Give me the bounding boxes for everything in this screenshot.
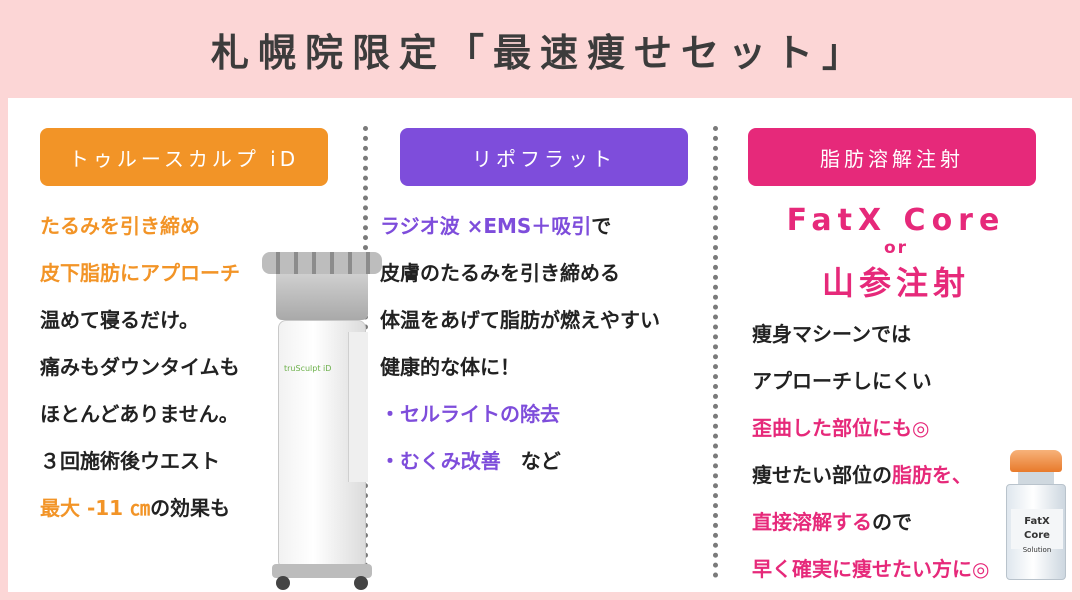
dotted-divider (713, 126, 718, 578)
vial-label-title: FatX Core (1024, 516, 1050, 541)
list-item: 痩せたい部位の脂肪を、 (752, 457, 989, 504)
badge-trusculpt: トゥルースカルプ iD (40, 128, 328, 186)
badge-lipoflat: リポフラット (400, 128, 688, 186)
list-item: ・セルライトの除去 (380, 402, 560, 426)
list-item: 歪曲した部位にも◎ (752, 416, 930, 440)
highlight-text: 脂肪を、 (892, 463, 972, 487)
list-item: 最大 -11 ㎝の効果も (40, 490, 240, 537)
list-item: 直接溶解するので (752, 504, 989, 551)
list-item: 温めて寝るだけ。 (40, 308, 199, 332)
machine-handpieces (262, 252, 382, 274)
list-item: アプローチしにくい (752, 369, 932, 393)
feature-list: ラジオ波 ×EMS＋吸引で 皮膚のたるみを引き締める 体温をあげて脂肪が燃えやす… (380, 208, 660, 490)
machine-base (272, 564, 372, 578)
content-panel: トゥルースカルプ iD たるみを引き締め 皮下脂肪にアプローチ 温めて寝るだけ。… (8, 98, 1072, 592)
machine-logo: truSculpt iD (284, 364, 332, 373)
badge-injection: 脂肪溶解注射 (748, 128, 1036, 186)
column-trusculpt: トゥルースカルプ iD たるみを引き締め 皮下脂肪にアプローチ 温めて寝るだけ。… (40, 98, 360, 592)
list-item: 早く確実に痩せたい方に◎ (752, 557, 990, 581)
plain-text: ので (872, 510, 912, 534)
list-item: 体温をあげて脂肪が燃えやすい (380, 308, 660, 332)
list-item: 痩身マシーンでは (752, 322, 911, 346)
page-title: 札幌院限定「最速痩せセット」 (210, 30, 869, 75)
plain-text: で (591, 214, 612, 238)
wheel-icon (354, 576, 368, 590)
brand-fatx-core: FatX Core (786, 203, 1006, 238)
brand-sanjin: 山参注射 (821, 264, 970, 302)
trusculpt-machine-image: truSculpt iD (262, 252, 382, 592)
plain-text: 痩せたい部位の (752, 463, 892, 487)
list-item: ３回施術後ウエスト (40, 449, 220, 473)
column-fat-dissolving-injection: 脂肪溶解注射 FatX Core or 山参注射 痩身マシーンでは アプローチし… (746, 98, 1072, 592)
list-item: 皮下脂肪にアプローチ (40, 261, 240, 285)
list-item: ラジオ波 ×EMS＋吸引で (380, 208, 660, 255)
list-item: ほとんどありません。 (40, 402, 239, 426)
vial-neck (1018, 472, 1054, 484)
list-item: 皮膚のたるみを引き締める (380, 261, 620, 285)
vial-cap (1010, 450, 1062, 472)
column-lipoflat: リポフラット ラジオ波 ×EMS＋吸引で 皮膚のたるみを引き締める 体温をあげて… (380, 98, 720, 592)
list-item: ・むくみ改善 など (380, 443, 660, 490)
fatx-vial-image: FatX Core Solution (1004, 450, 1068, 582)
plain-text: など (500, 449, 561, 473)
plain-text: の効果も (150, 496, 231, 520)
machine-side-panel (348, 332, 368, 482)
vial-body: FatX Core Solution (1006, 484, 1066, 580)
vial-label-sub: Solution (1022, 546, 1052, 554)
header: 札幌院限定「最速痩せセット」 (0, 0, 1080, 98)
list-item: たるみを引き締め (40, 214, 200, 238)
feature-list: 痩身マシーンでは アプローチしにくい 歪曲した部位にも◎ 痩せたい部位の脂肪を、… (752, 316, 989, 598)
highlight-text: ・むくみ改善 (380, 449, 501, 473)
list-item: 健康的な体に！ (380, 355, 520, 379)
list-item: 痛みもダウンタイムも (40, 355, 240, 379)
highlight-text: 直接溶解する (752, 510, 872, 534)
brand-or: or (883, 238, 909, 258)
highlight-text: 最大 -11 ㎝ (40, 496, 151, 520)
highlight-text: ラジオ波 ×EMS＋吸引 (380, 214, 592, 238)
wheel-icon (276, 576, 290, 590)
feature-list: たるみを引き締め 皮下脂肪にアプローチ 温めて寝るだけ。 痛みもダウンタイムも … (40, 208, 240, 537)
vial-label: FatX Core Solution (1011, 509, 1063, 554)
